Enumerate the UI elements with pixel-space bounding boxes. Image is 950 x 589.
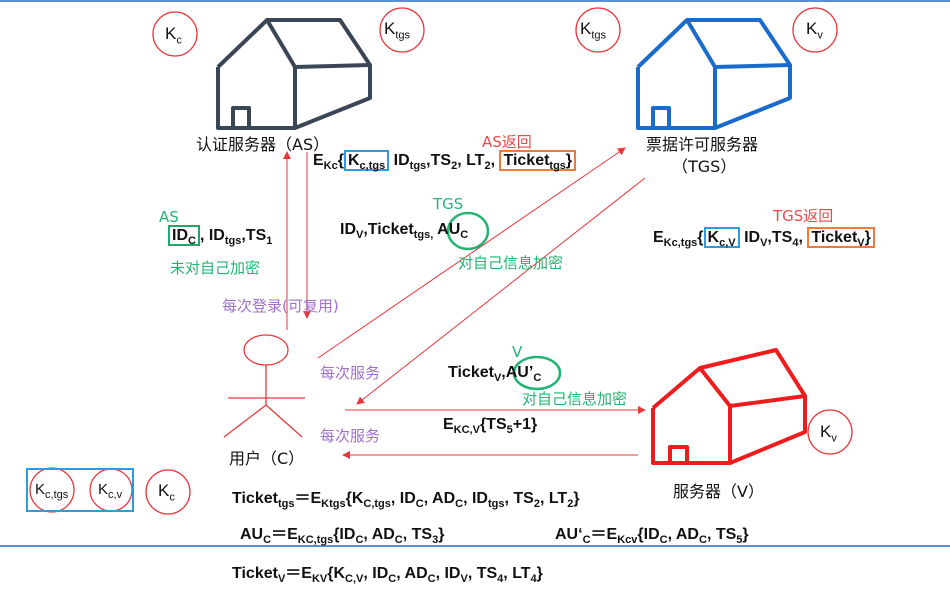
arrow-tgs-reply bbox=[356, 177, 646, 405]
kc-top-circle bbox=[152, 11, 198, 57]
as-request-label: AS bbox=[159, 208, 179, 226]
au-c2-circle bbox=[512, 355, 562, 391]
kc-bottom-label: Kc bbox=[158, 481, 175, 504]
tgs-caption-line1: 票据许可服务器 bbox=[646, 135, 759, 154]
as-request-id: IDC bbox=[168, 225, 200, 247]
service-note-1: 每次服务 bbox=[320, 364, 381, 382]
formula-au-c: AUC＝EKC,tgs{IDC, ADC, TS3} bbox=[240, 526, 445, 547]
ktgs-right-label: Ktgs bbox=[580, 19, 607, 42]
ktgs-left-label: Ktgs bbox=[384, 19, 411, 42]
v-request-note: 对自己信息加密 bbox=[522, 390, 628, 408]
kv-server-circle bbox=[807, 409, 853, 455]
formula-ticket-v: TicketV＝EKV{KC,V, IDC, ADC, IDV, TS4, LT… bbox=[232, 565, 543, 586]
as-request-message: IDC, IDtgs,TS1 bbox=[168, 225, 272, 247]
as-reply-ticket: Tickettgs} bbox=[499, 150, 577, 172]
tgs-reply-ticket: TicketV} bbox=[807, 227, 875, 249]
user-caption: 用户（C） bbox=[229, 449, 305, 468]
v-request-message: TicketV,AU’C bbox=[448, 364, 542, 385]
v-request-label: V bbox=[512, 343, 523, 361]
arrow-tgs-request bbox=[317, 147, 626, 359]
kv-top-label: Kv bbox=[806, 19, 823, 42]
as-caption: 认证服务器（AS） bbox=[196, 135, 330, 154]
user-figure-icon bbox=[223, 334, 305, 438]
user-kctgs-label: Kc,tgs bbox=[35, 481, 69, 501]
kv-server-label: Kv bbox=[820, 422, 837, 445]
kc-bottom-circle bbox=[145, 469, 191, 515]
formula-ticket-tgs: Tickettgs＝EKtgs{KC,tgs, IDC, ADC, IDtgs,… bbox=[232, 490, 580, 511]
as-request-note: 未对自己加密 bbox=[170, 259, 261, 277]
au-c-circle bbox=[446, 211, 490, 251]
service-note-2: 每次服务 bbox=[320, 427, 381, 445]
v-reply-message: EKC,V{TS5+1} bbox=[443, 416, 538, 437]
server-house-icon bbox=[651, 348, 807, 465]
ktgs-right-circle bbox=[575, 7, 621, 53]
tgs-caption-line2: （TGS） bbox=[672, 157, 737, 176]
tgs-reply-message: EKc,tgs{Kc,V IDV,TS4, TicketV} bbox=[653, 227, 875, 249]
tgs-reply-label: TGS返回 bbox=[773, 207, 834, 225]
user-keys-box bbox=[26, 468, 134, 512]
kv-top-circle bbox=[792, 7, 838, 53]
login-note: 每次登录(可复用) bbox=[222, 297, 339, 315]
ktgs-left-circle bbox=[379, 7, 425, 53]
as-reply-message: EKc{Kc,tgs IDtgs,TS2, LT2, Tickettgs} bbox=[313, 150, 577, 172]
kc-top-label: Kc bbox=[165, 24, 182, 47]
tgs-request-note: 对自己信息加密 bbox=[458, 254, 564, 272]
as-house-icon bbox=[216, 18, 372, 130]
tgs-request-message: IDV,Tickettgs, AUC bbox=[340, 221, 469, 242]
as-reply-session-key: Kc,tgs bbox=[343, 150, 390, 172]
tgs-request-label: TGS bbox=[433, 195, 464, 213]
formula-au-c2: AU‘C＝EKcv{IDC, ADC, TS5} bbox=[555, 526, 749, 547]
message-arrows bbox=[283, 147, 646, 459]
as-reply-label: AS返回 bbox=[482, 133, 532, 151]
tgs-house-icon bbox=[636, 18, 792, 130]
user-kcv-label: Kc,v bbox=[98, 481, 123, 501]
server-caption: 服务器（V） bbox=[673, 482, 764, 501]
tgs-reply-session-key: Kc,V bbox=[703, 227, 740, 249]
